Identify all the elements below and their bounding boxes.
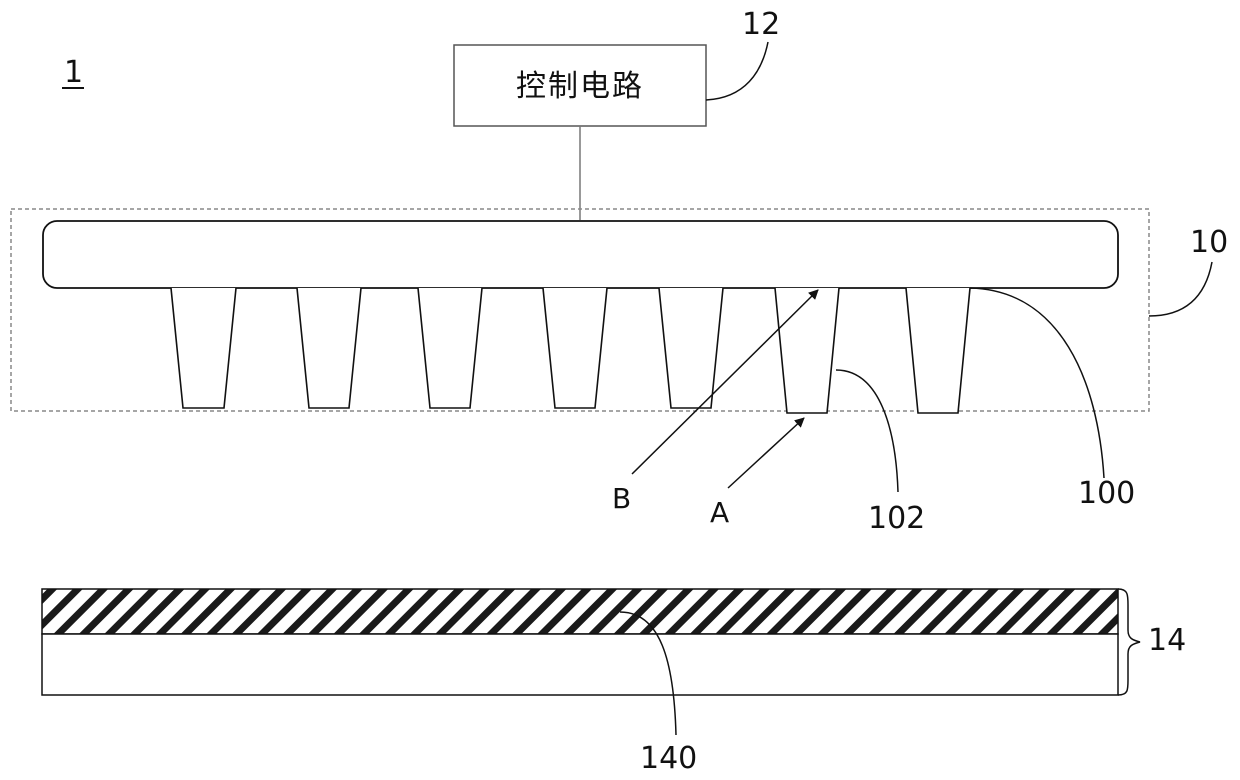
- body-ref: 100: [1078, 476, 1135, 511]
- emitter-tip-7: [906, 288, 970, 413]
- emitter-tips: [171, 288, 970, 413]
- emitter-tip-4: [543, 288, 607, 408]
- emitter-tip-5: [659, 288, 723, 408]
- substrate-hatched-layer: [42, 589, 1118, 634]
- figure-label: 1: [64, 55, 83, 90]
- device-leader: [1149, 262, 1212, 316]
- tip-leader: [836, 370, 898, 492]
- layer-ref: 140: [640, 741, 697, 776]
- device-ref: 10: [1190, 225, 1228, 260]
- emitter-tip-3: [418, 288, 482, 408]
- emitter-tip-1: [171, 288, 236, 408]
- control-circuit-ref: 12: [742, 7, 780, 42]
- control-circuit-leader: [706, 42, 768, 100]
- body-leader: [970, 288, 1104, 478]
- substrate-base: [42, 634, 1118, 695]
- tip-ref: 102: [868, 501, 925, 536]
- substrate-ref: 14: [1148, 623, 1186, 658]
- emitter-tip-6: [775, 288, 839, 413]
- point-b-label: B: [612, 482, 631, 515]
- emitter-tip-2: [297, 288, 361, 408]
- point-a-arrow: [728, 418, 804, 488]
- control-circuit-label: 控制电路: [516, 69, 644, 104]
- emitter-body: [43, 221, 1118, 288]
- substrate-brace: [1118, 589, 1140, 695]
- point-a-label: A: [710, 496, 729, 529]
